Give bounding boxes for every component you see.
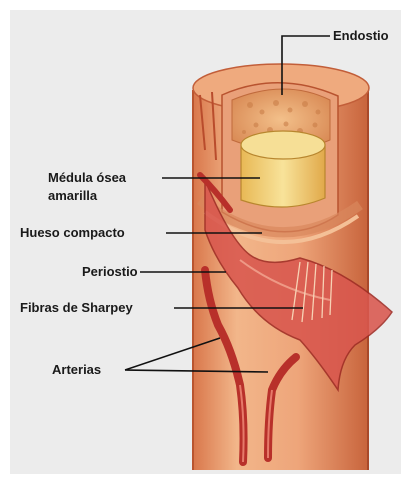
label-endostio: Endostio xyxy=(333,28,389,43)
marrow-cylinder-top xyxy=(241,131,325,159)
label-hueso-compacto: Hueso compacto xyxy=(20,225,125,240)
label-medula-line2: amarilla xyxy=(48,188,98,203)
label-medula-line1: Médula ósea xyxy=(48,170,127,185)
label-fibras-sharpey: Fibras de Sharpey xyxy=(20,300,133,315)
label-periostio: Periostio xyxy=(82,264,138,279)
label-arterias: Arterias xyxy=(52,362,101,377)
